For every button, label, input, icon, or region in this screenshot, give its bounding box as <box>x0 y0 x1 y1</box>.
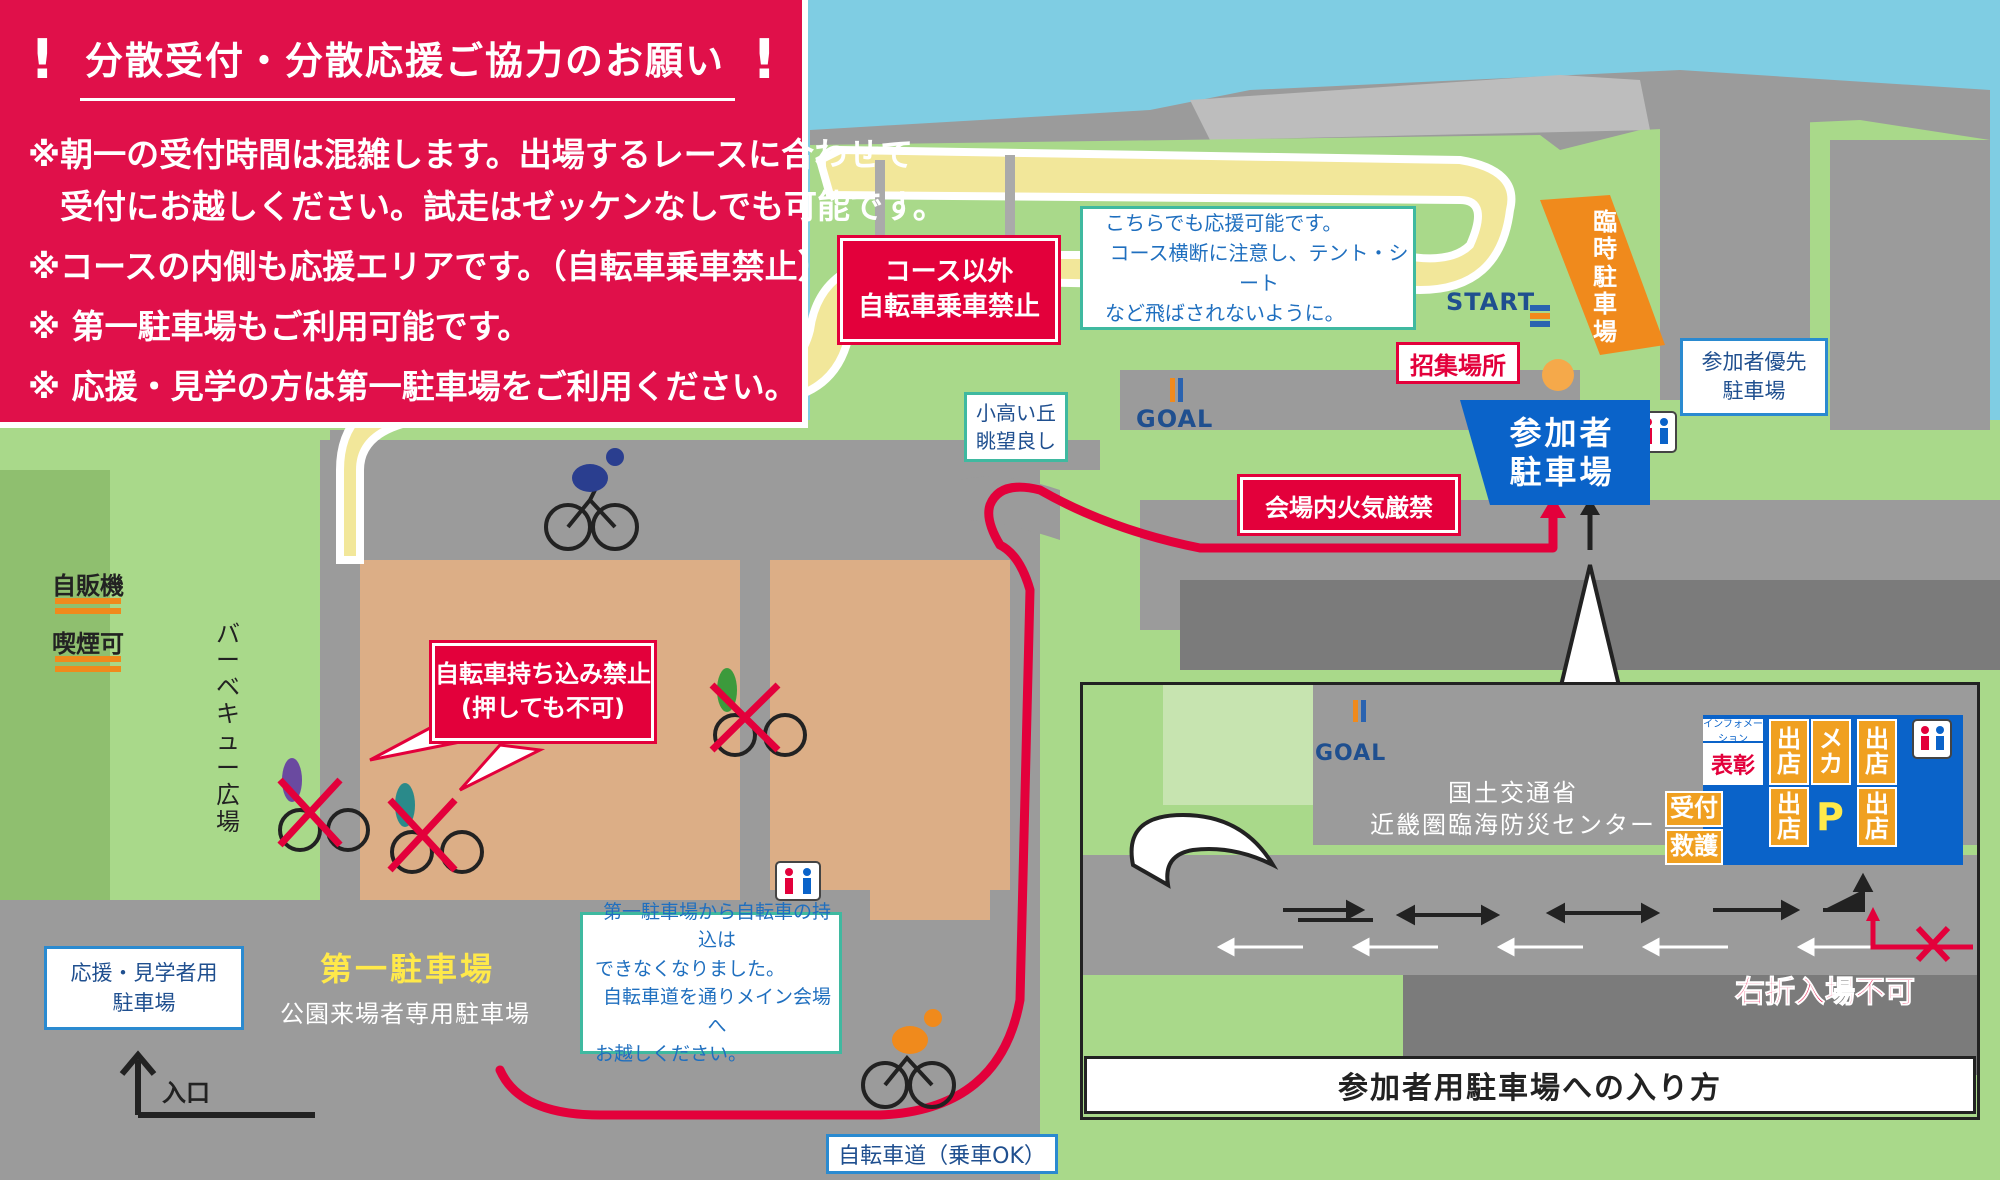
first-parking-subtitle: 公園来場者専用駐車場 <box>280 1000 530 1028</box>
no-right-turn-label: 右折入場不可 <box>1735 975 1916 1011</box>
no-bike-outside-course-sign: コース以外 自転車乗車禁止 <box>840 238 1058 342</box>
notice-line: 受付にお越しください。試走はゼッケンなしでも可能です。 <box>60 187 946 226</box>
title-underline <box>80 98 735 101</box>
cyclist-icon <box>544 448 639 551</box>
first-aid-booth: 救護 <box>1665 829 1723 865</box>
bbq-plaza-label: バ ー ベ キ ュ ー 広 場 <box>216 619 240 836</box>
entrance-arrow-icon <box>119 1050 315 1118</box>
vending-machine-label: 自販機 <box>52 572 124 600</box>
exclamation-icon: ! <box>752 28 777 91</box>
vendor-stall: 出店 <box>1769 787 1809 847</box>
reception-booth: 受付 <box>1665 791 1723 827</box>
temp-parking-area <box>1540 195 1665 355</box>
bike-path-route <box>495 482 1558 1120</box>
gathering-point <box>1542 359 1574 391</box>
no-bike-icon <box>277 758 370 852</box>
inset-title: 参加者用駐車場への入り方 <box>1084 1056 1976 1114</box>
notice-line: ※コースの内側も応援エリアです。（自転車乗車禁止） <box>28 247 831 286</box>
inset-goal-label: GOAL <box>1315 741 1387 766</box>
goal-flag-icon <box>1170 378 1183 402</box>
vendor-stall: 出店 <box>1769 719 1809 785</box>
start-label: START <box>1446 288 1536 316</box>
route-arrow-icon <box>1540 496 1566 518</box>
no-fire-sign: 会場内火気厳禁 <box>1240 477 1458 533</box>
no-bike-icon <box>709 668 807 757</box>
inset-building-label: 国土交通省 近畿圏臨海防災センター <box>1370 778 1656 839</box>
cheer-area-note: こちらでも応援可能です。 コース横断に注意し、テント・シート など飛ばされないよ… <box>1080 206 1416 330</box>
vendor-stall: 出店 <box>1857 719 1897 785</box>
start-flag-icon <box>1530 305 1550 327</box>
gathering-place-label: 招集場所 <box>1396 342 1520 384</box>
notice-panel: ! ! 分散受付・分散応援ご協力のお願い ※朝一の受付時間は混雑します。出場する… <box>0 0 946 428</box>
parking-p-icon: P <box>1816 795 1844 839</box>
restroom-icon <box>775 861 821 901</box>
temp-parking-label: 臨 時 駐 車 場 <box>1593 207 1617 346</box>
inset-map: GOAL 国土交通省 近畿圏臨海防災センター インフォメーション 表彰 出店 メ… <box>1080 682 1980 1120</box>
participant-parking-area <box>1460 400 1650 505</box>
up-arrow-icon <box>1580 498 1600 515</box>
notice-line: ※ 第一駐車場もご利用可能です。 <box>28 307 531 346</box>
entrance-label: 入口 <box>162 1079 210 1107</box>
first-parking-title: 第一駐車場 <box>320 950 496 988</box>
smoking-area-label: 喫煙可 <box>52 630 124 658</box>
hill-viewpoint-label: 小高い丘 眺望良し <box>964 392 1068 462</box>
visitor-parking-label: 応援・見学者用 駐車場 <box>44 946 244 1030</box>
goal-label: GOAL <box>1136 405 1214 433</box>
priority-parking-label: 参加者優先 駐車場 <box>1680 338 1828 416</box>
notice-title: 分散受付・分散応援ご協力のお願い <box>84 39 725 83</box>
first-parking-note: 第一駐車場から自転車の持込は できなくなりました。 自転車道を通りメイン会場へ … <box>580 901 842 1065</box>
bike-path-label: 自転車道（乗車OK） <box>826 1134 1058 1174</box>
award-booth: 表彰 <box>1703 743 1763 785</box>
exclamation-icon: ! <box>30 28 55 91</box>
vendor-stall: 出店 <box>1857 787 1897 847</box>
no-bike-carry-sign: 自転車持ち込み禁止 (押しても不可) <box>432 643 654 741</box>
notice-line: ※ 応援・見学の方は第一駐車場をご利用ください。 <box>28 367 798 406</box>
notice-line: ※朝一の受付時間は混雑します。出場するレースに合わせて <box>28 135 914 174</box>
cyclist-icon <box>861 1009 956 1109</box>
participant-parking-label: 参加者 駐車場 <box>1509 414 1615 491</box>
info-booth: インフォメーション <box>1703 719 1763 745</box>
no-entry-x-icon <box>1915 925 1951 963</box>
no-bike-icon <box>387 783 484 874</box>
mechanic-booth: メカ <box>1811 719 1851 785</box>
